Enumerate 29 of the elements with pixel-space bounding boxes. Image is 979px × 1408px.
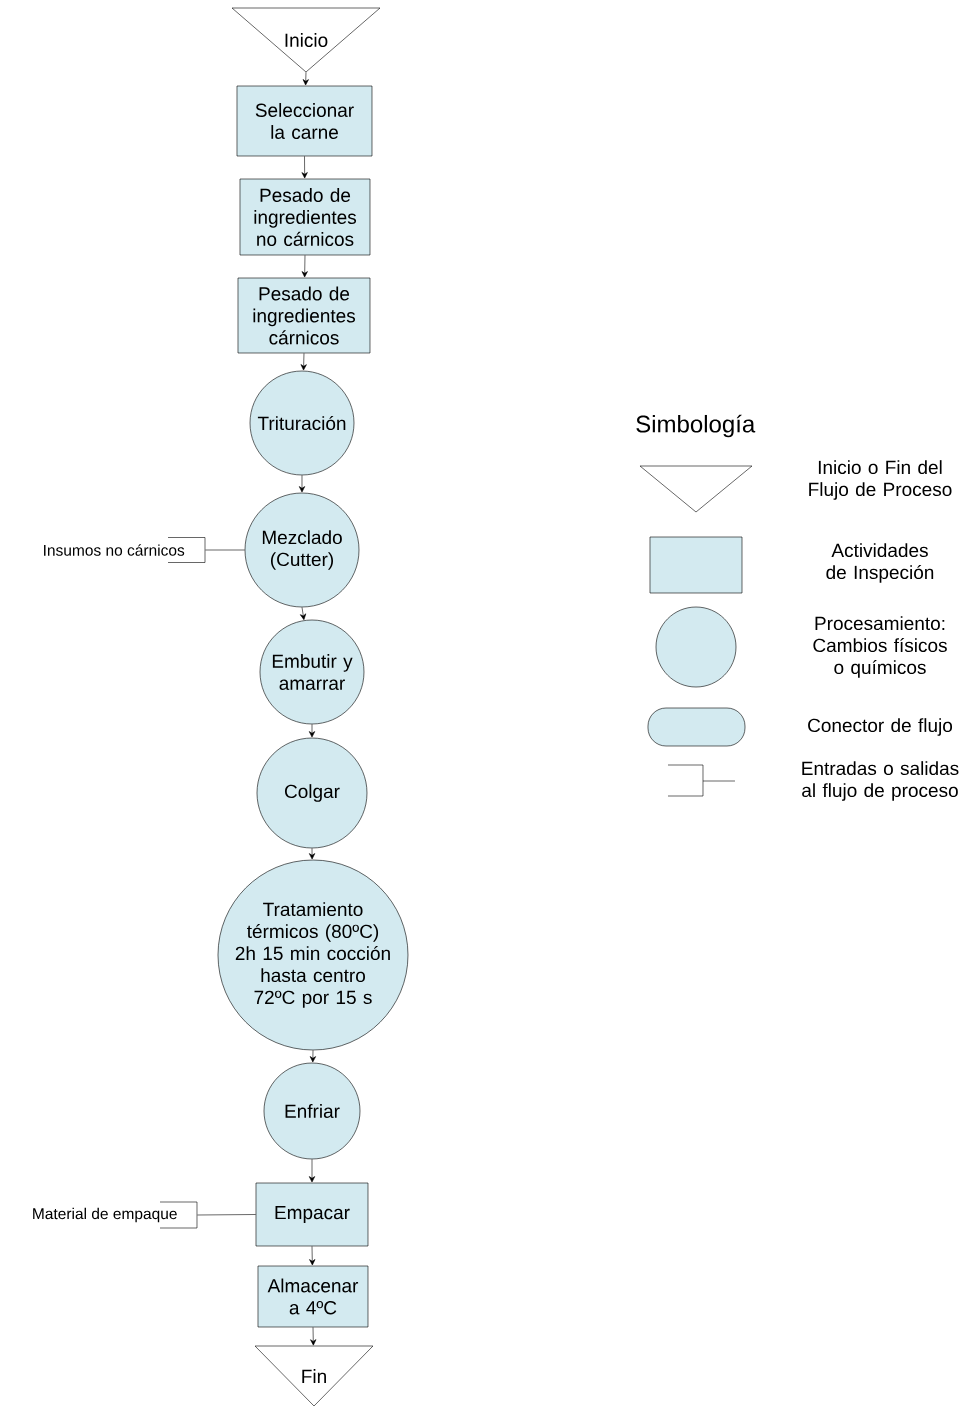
- arrow: [308, 1159, 316, 1183]
- arrow: [301, 156, 308, 179]
- process-box: Pesado de ingredientes no cárnicos: [239, 178, 371, 256]
- arrow: [298, 475, 306, 493]
- process-box: Pesado de ingredientes cárnicos: [237, 277, 371, 354]
- connector-line: [205, 549, 245, 551]
- legend-text: Conector de flujo: [808, 718, 953, 736]
- arrow: [308, 848, 316, 860]
- start-end-triangle: Inicio: [231, 7, 381, 73]
- arrow: [301, 255, 308, 278]
- legend-text: Inicio o Fin del Flujo de Proceso: [809, 460, 952, 500]
- start-end-triangle: Fin: [254, 1345, 374, 1407]
- legend-heading: Simbología: [636, 414, 756, 438]
- connector-line: [197, 1214, 256, 1216]
- legend-text: Procesamiento: Cambios físicos o químicos: [813, 616, 947, 678]
- input-bracket-label: Insumos no cárnicos: [44, 537, 206, 563]
- arrow: [309, 1050, 316, 1063]
- input-bracket-label: Material de empaque: [33, 1201, 198, 1229]
- process-box: Empacar: [255, 1182, 369, 1247]
- arrow: [300, 607, 307, 620]
- legend-text: Entradas o salidas al flujo de proceso: [802, 761, 959, 801]
- arrow: [300, 353, 307, 371]
- arrow: [308, 724, 316, 738]
- arrow: [302, 71, 309, 86]
- process-box: Almacenar a 4ºC: [257, 1265, 369, 1328]
- arrow: [310, 1327, 317, 1346]
- legend-text: Actividades de Inspeción: [826, 543, 934, 583]
- process-box: Seleccionar la carne: [236, 85, 373, 157]
- arrow: [309, 1246, 316, 1266]
